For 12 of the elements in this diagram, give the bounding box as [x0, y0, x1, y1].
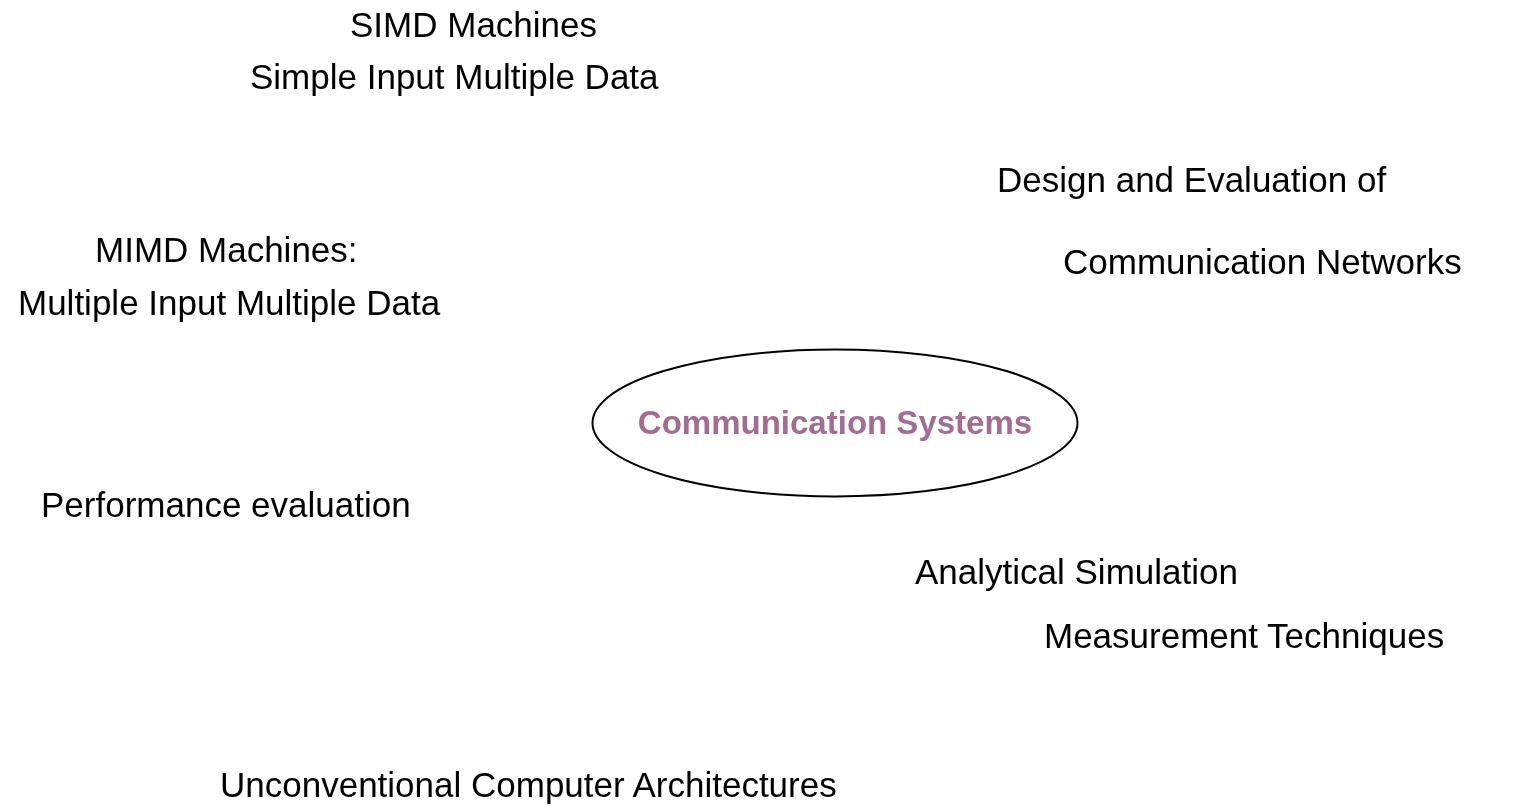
ellipse-node [591, 348, 1079, 498]
label-text: Unconventional Computer Architectures [220, 764, 837, 806]
label-text: Communication Networks [1063, 241, 1462, 283]
label-text: Measurement Techniques [1044, 615, 1445, 657]
label-text: SIMD Machines [350, 4, 598, 46]
label-text: MIMD Machines: [95, 229, 358, 271]
label-text: Performance evaluation [41, 484, 411, 526]
node-title: Communication Systems [636, 404, 1034, 442]
label-text: Multiple Input Multiple Data [18, 282, 441, 324]
label-text: Analytical Simulation [915, 551, 1238, 593]
label-text: Simple Input Multiple Data [250, 56, 659, 98]
label-text: Design and Evaluation of [997, 159, 1387, 201]
